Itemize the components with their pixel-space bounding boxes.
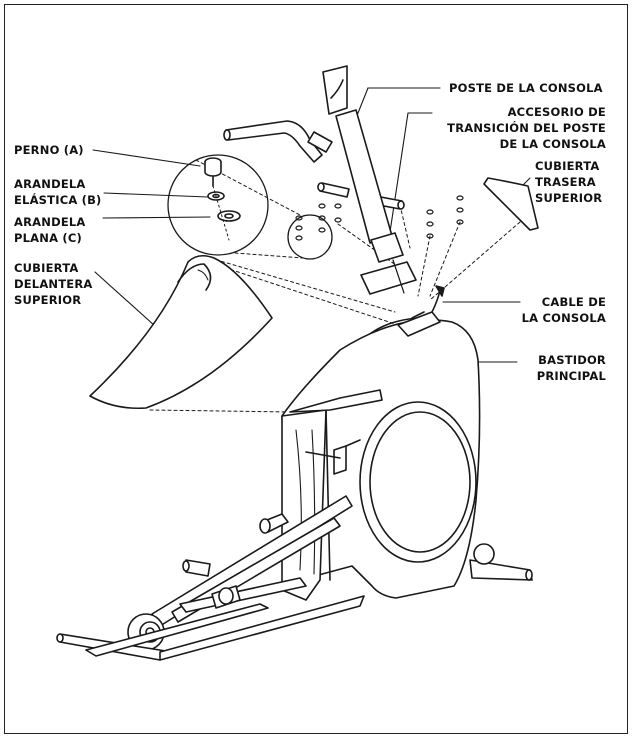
callout-spring-washer-line2: ELÁSTICA (B) bbox=[14, 193, 102, 207]
callout-upper-front-cover-line2: DELANTERA bbox=[14, 277, 93, 291]
callout-upper-rear-cover-line3: SUPERIOR bbox=[535, 191, 603, 205]
callout-bolt-text: PERNO (A) bbox=[14, 143, 84, 157]
callout-upper-front-cover-line3: SUPERIOR bbox=[14, 293, 82, 307]
callout-flat-washer: ARANDELA PLANA (C) bbox=[14, 214, 86, 246]
callout-bolt: PERNO (A) bbox=[14, 142, 84, 158]
flat-washer-icon bbox=[217, 210, 241, 222]
callout-spring-washer: ARANDELA ELÁSTICA (B) bbox=[14, 176, 102, 208]
callout-console-post-text: POSTE DE LA CONSOLA bbox=[449, 81, 603, 95]
bolt-icon bbox=[204, 157, 222, 187]
callout-console-cable-line2: LA CONSOLA bbox=[521, 311, 606, 325]
callout-post-transition-line1: ACCESORIO DE bbox=[507, 105, 606, 119]
lower-linkage bbox=[56, 495, 533, 661]
handlebar-left bbox=[223, 120, 333, 163]
hardware-magnifier bbox=[167, 154, 333, 260]
callout-post-transition-line2: TRANSICIÓN DEL POSTE bbox=[447, 121, 606, 135]
callout-post-transition: ACCESORIO DE TRANSICIÓN DEL POSTE DE LA … bbox=[436, 104, 606, 152]
callout-spring-washer-line1: ARANDELA bbox=[14, 177, 86, 191]
callout-main-frame: BASTIDOR PRINCIPAL bbox=[500, 352, 606, 384]
callout-console-cable-line1: CABLE DE bbox=[541, 295, 606, 309]
callout-main-frame-line2: PRINCIPAL bbox=[536, 369, 606, 383]
upper-rear-cover bbox=[483, 177, 539, 231]
callout-console-post: POSTE DE LA CONSOLA bbox=[449, 80, 603, 96]
assembly-guides bbox=[149, 204, 521, 413]
callout-upper-front-cover: CUBIERTA DELANTERA SUPERIOR bbox=[14, 260, 93, 308]
callout-upper-rear-cover-line2: TRASERA bbox=[535, 175, 596, 189]
callout-flat-washer-line1: ARANDELA bbox=[14, 215, 86, 229]
callout-upper-rear-cover: CUBIERTA TRASERA SUPERIOR bbox=[535, 158, 602, 206]
callout-console-cable: CABLE DE LA CONSOLA bbox=[500, 294, 606, 326]
main-frame bbox=[281, 285, 481, 601]
hardware-stacks bbox=[295, 195, 464, 241]
callout-main-frame-line1: BASTIDOR bbox=[538, 353, 606, 367]
callout-upper-rear-cover-line1: CUBIERTA bbox=[535, 159, 600, 173]
upper-front-cover bbox=[89, 254, 273, 410]
callout-post-transition-line3: DE LA CONSOLA bbox=[499, 137, 606, 151]
callout-flat-washer-line2: PLANA (C) bbox=[14, 231, 82, 245]
console-post bbox=[322, 65, 417, 295]
callout-upper-front-cover-line1: CUBIERTA bbox=[14, 261, 79, 275]
